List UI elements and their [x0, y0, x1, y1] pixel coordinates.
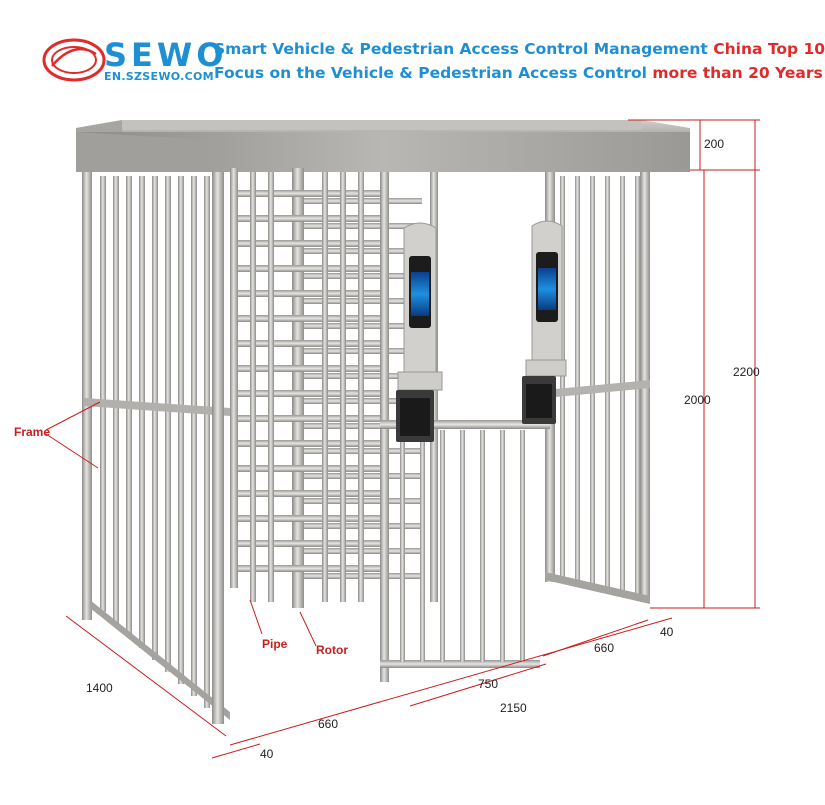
frame-bar: [113, 176, 119, 624]
tagline-1-main: Smart Vehicle & Pedestrian Access Contro…: [214, 40, 714, 58]
frame-bar: [590, 176, 595, 586]
frame-bar: [152, 176, 158, 660]
turnstile-drawing: Frame Pipe Rotor 200 2200 2000 1400 2150…: [14, 38, 760, 761]
rotor-arm: [238, 515, 380, 522]
card-reader: [526, 384, 552, 418]
rotor-arm: [238, 340, 380, 347]
brand-url[interactable]: EN.SZSEWO.COM: [104, 70, 214, 83]
pipe: [340, 172, 346, 602]
frame-bar: [560, 176, 565, 578]
rotor-callout: Rotor: [316, 643, 348, 657]
rotor-arm: [238, 440, 380, 447]
dim-overall-height: 2200: [733, 365, 760, 379]
rotor-arm: [238, 540, 380, 547]
pipe: [358, 172, 364, 602]
frame-callout: Frame: [14, 425, 50, 439]
rotor-arm: [238, 365, 380, 372]
dim-side-right: 660: [594, 641, 614, 655]
pipe-callout: Pipe: [262, 637, 288, 651]
dim-total-width: 2150: [500, 701, 527, 715]
frame-bar: [575, 176, 580, 582]
rotor-arm: [238, 265, 380, 272]
gate-bar: [480, 430, 485, 662]
rotor-arm: [238, 565, 380, 572]
gate-bar: [420, 430, 425, 662]
rotor-arm: [238, 240, 380, 247]
gate-bar: [440, 430, 445, 662]
tagline-1: Smart Vehicle & Pedestrian Access Contro…: [214, 40, 825, 58]
tagline-2: Focus on the Vehicle & Pedestrian Access…: [214, 64, 823, 82]
rotor-arm: [238, 290, 380, 297]
pipe: [250, 172, 256, 602]
dim-inner-height: 2000: [684, 393, 711, 407]
rotor-arm: [238, 465, 380, 472]
pipe: [268, 172, 274, 602]
frame-bar: [178, 176, 184, 684]
frame-bar: [605, 176, 610, 590]
tagline-1-highlight: China Top 10: [713, 40, 825, 58]
brand-name: SEWO: [104, 36, 228, 74]
frame-bar: [191, 176, 197, 696]
callout-leaders: [45, 401, 317, 647]
tagline-2-highlight: more than 20 Years: [652, 64, 823, 82]
product-diagram: Frame Pipe Rotor 200 2200 2000 1400 2150…: [14, 36, 825, 761]
face-scanner-screen: [538, 268, 556, 310]
logo-mark: [42, 38, 106, 82]
reader-column-1: [396, 222, 443, 442]
frame-bar: [165, 176, 171, 672]
frame-bar: [139, 176, 145, 648]
dim-passage: 750: [478, 677, 498, 691]
dim-offset-left: 40: [260, 747, 274, 761]
dim-offset-right: 40: [660, 625, 674, 639]
frame-bar: [204, 176, 210, 708]
face-scanner-screen: [411, 272, 429, 316]
rotor-arm: [238, 490, 380, 497]
left-cage: [82, 172, 230, 724]
gate-frame: [380, 420, 550, 668]
rotor-arm: [238, 190, 380, 197]
dim-roof: 200: [704, 137, 724, 151]
frame-bar: [100, 176, 106, 612]
roof: [76, 120, 690, 172]
rotor-arm: [238, 390, 380, 397]
reader-column-2: [522, 220, 567, 424]
rotor-arm: [238, 415, 380, 422]
gate-bar: [460, 430, 465, 662]
rotor-arm: [238, 215, 380, 222]
pipe: [322, 172, 328, 602]
gate-bar: [520, 430, 525, 662]
dim-side-left: 660: [318, 717, 338, 731]
dimension-lines: [65, 119, 760, 759]
gate-bar: [400, 430, 405, 662]
tagline-2-main: Focus on the Vehicle & Pedestrian Access…: [214, 64, 653, 82]
card-reader: [400, 398, 430, 436]
gate-bar: [500, 430, 505, 662]
dim-depth: 1400: [86, 681, 113, 695]
rotor-arm: [238, 315, 380, 322]
rotor-shaft: [292, 168, 304, 608]
